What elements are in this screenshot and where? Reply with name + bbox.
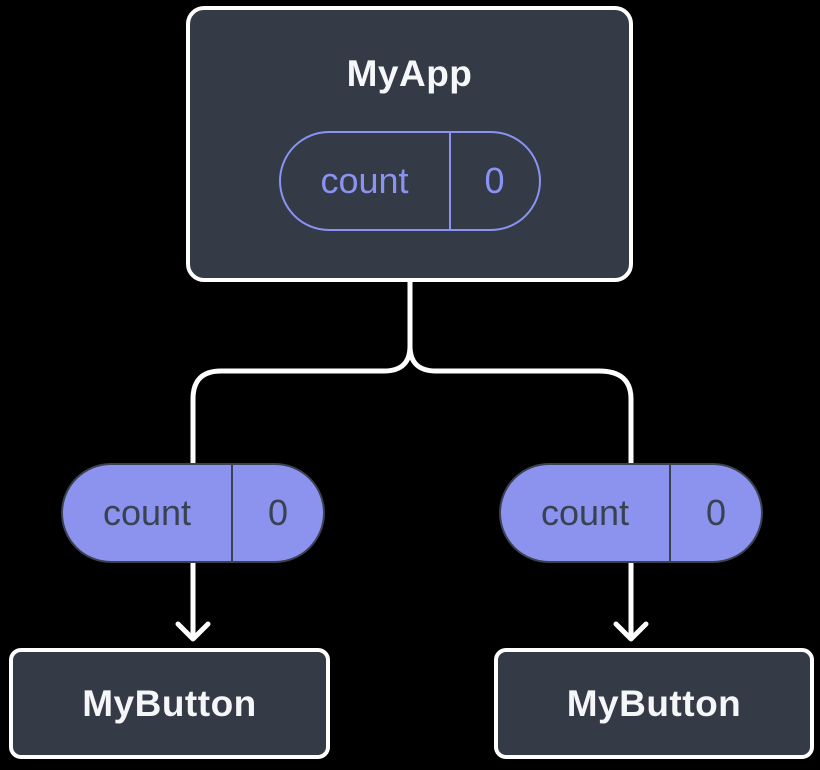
prop-pill-right-value: 0	[705, 492, 727, 533]
prop-pill-right-name: count	[501, 465, 671, 561]
node-mybutton-right-title: MyButton	[566, 682, 742, 724]
arrowhead-down-right-icon	[613, 621, 649, 642]
node-myapp: MyApp count 0	[186, 6, 633, 282]
node-myapp-title: MyApp	[346, 53, 473, 94]
prop-pill-left: count 0	[61, 463, 325, 563]
node-mybutton-left: MyButton	[9, 648, 330, 759]
prop-pill-left-value: 0	[267, 492, 289, 533]
state-pill-value: 0	[484, 160, 505, 201]
connector-right-branch	[407, 277, 634, 640]
arrowhead-down-left-icon	[175, 621, 211, 642]
prop-pill-left-name: count	[63, 465, 233, 561]
prop-pill-right: count 0	[499, 463, 763, 563]
connector-left-branch	[190, 277, 413, 640]
node-mybutton-left-title: MyButton	[82, 682, 257, 724]
state-pill-myapp: count 0	[278, 131, 541, 231]
state-pill-name: count	[281, 133, 451, 229]
node-mybutton-right: MyButton	[494, 648, 814, 759]
